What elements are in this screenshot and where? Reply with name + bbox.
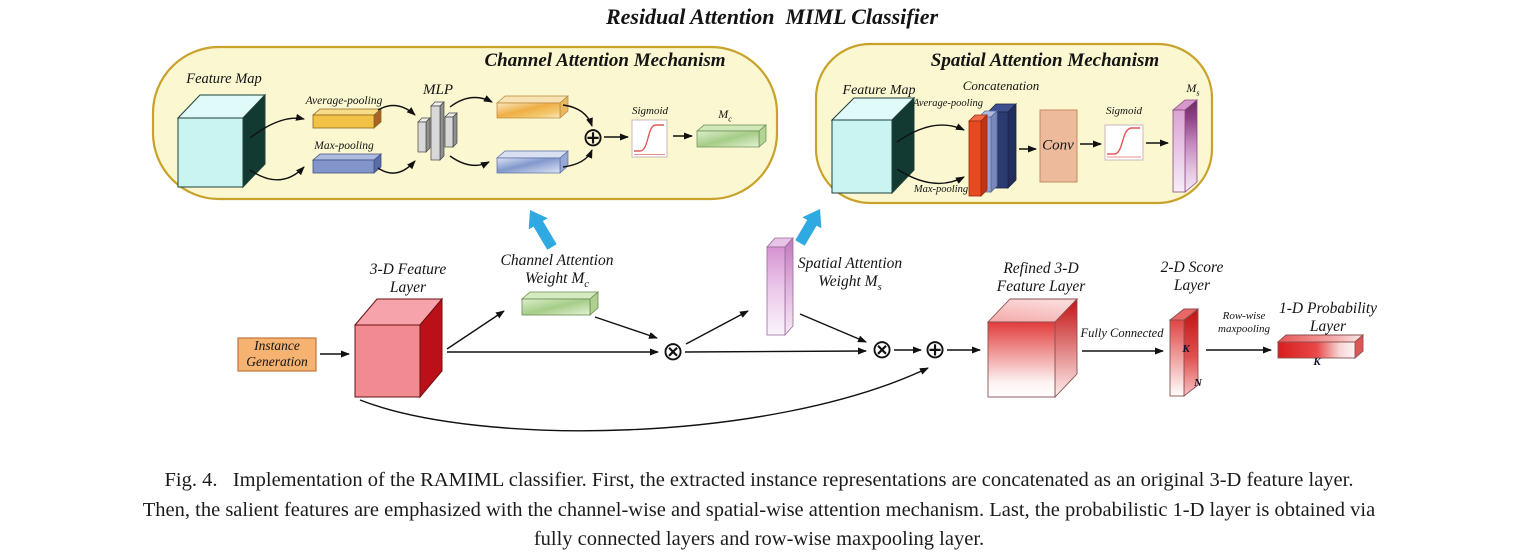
spatial-multiply-operator-icon: ⊗ [871, 335, 893, 365]
spatial-output-label: Ms [1186, 81, 1200, 98]
channel-output-label: Mc [718, 107, 732, 124]
conv-box [1039, 109, 1078, 183]
channel-panel-title: Channel Attention Mechanism [484, 50, 726, 71]
feature-layer-3d-label: 3-D Feature Layer [369, 261, 447, 296]
spatial-feature-map-cube [830, 96, 916, 195]
fully-connected-label: Fully Connected [1080, 326, 1164, 340]
score-k-label: K [1182, 343, 1190, 355]
figure-caption: Fig. 4. Implementation of the RAMIML cla… [0, 466, 1518, 555]
spatial-sigmoid-label: Sigmoid [1105, 105, 1143, 117]
concatenation-label: Concatenation [962, 78, 1040, 93]
instance-generation-label: Instance Generation [246, 338, 308, 369]
channel-feature-map-label: Feature Map [186, 71, 262, 87]
spatial-feature-map-label: Feature Map [842, 83, 916, 98]
figure-title: Residual Attention MIML Classifier [605, 4, 939, 29]
average-pooling-bar [311, 108, 383, 129]
conv-label: Conv [1042, 137, 1074, 154]
refined-feature-cube [986, 297, 1079, 399]
spatial-sigmoid-plot [1104, 124, 1144, 161]
caption-line-2: Then, the salient features are emphasize… [142, 498, 1376, 521]
caption-line-1: Fig. 4. Implementation of the RAMIML cla… [164, 469, 1354, 491]
spatial-max-pooling-label: Max-pooling [913, 184, 969, 195]
mlp-label: MLP [423, 82, 453, 98]
spatial-weight-label: Spatial Attention Weight Ms [797, 255, 903, 293]
channel-sigmoid-label: Sigmoid [631, 105, 669, 117]
spatial-attention-map-slab [1171, 99, 1199, 193]
score-layer-slab [1168, 308, 1200, 397]
channel-avg-pooling-label: Average-pooling [305, 95, 383, 107]
max-pooling-bar [311, 153, 383, 174]
channel-max-pooling-label: Max-pooling [314, 140, 374, 152]
channel-feature-map-cube [176, 93, 267, 189]
mlp-layers-icon [417, 101, 458, 161]
spatial-highlight-arrow-icon [795, 209, 822, 246]
probability-k-label: K [1313, 356, 1321, 368]
probability-layer-label: 1-D Probability Layer [1278, 300, 1378, 335]
channel-multiply-operator-icon: ⊗ [662, 337, 684, 367]
rowwise-maxpooling-label: Row-wise maxpooling [1218, 310, 1270, 335]
channel-attention-panel [151, 45, 779, 201]
instance-generation-box [237, 337, 317, 372]
concatenation-slabs [968, 103, 1017, 197]
refined-layer-label: Refined 3-D Feature Layer [996, 260, 1086, 295]
spatial-avg-pooling-label: Average-pooling [913, 98, 983, 109]
spatial-weight-slab [766, 236, 794, 337]
channel-add-operator-icon: ⊕ [582, 123, 604, 153]
channel-highlight-arrow-icon [528, 210, 557, 250]
spatial-panel-title: Spatial Attention Mechanism [930, 50, 1160, 71]
residual-add-operator-icon: ⊕ [924, 335, 946, 365]
probability-layer-bar [1276, 334, 1365, 359]
channel-avg-feature-bar [496, 95, 569, 119]
channel-weight-label: Channel Attention Weight Mc [500, 252, 614, 290]
channel-attention-map-bar [696, 124, 767, 148]
score-layer-label: 2-D Score Layer [1160, 259, 1224, 294]
feature-layer-3d-cube [353, 297, 444, 399]
channel-weight-bar [520, 291, 600, 316]
flow-arrows [249, 95, 1272, 432]
channel-sigmoid-plot [631, 119, 668, 158]
caption-line-3: fully connected layers and row-wise maxp… [533, 528, 985, 550]
channel-max-feature-bar [496, 150, 569, 174]
score-n-label: N [1194, 377, 1202, 389]
